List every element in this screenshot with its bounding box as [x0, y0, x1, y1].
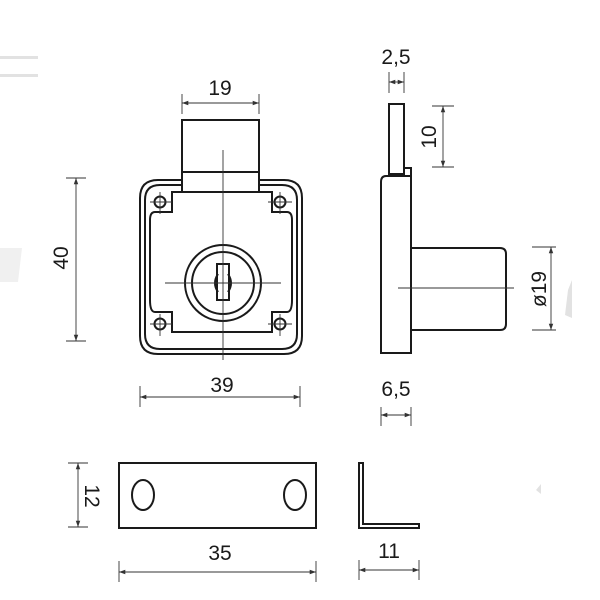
mounting-hole-left: [131, 479, 155, 511]
dim-label: 35: [208, 542, 231, 565]
screw-hole-bottom-right: [268, 314, 292, 336]
dim-label: 2,5: [381, 46, 410, 69]
strike-plate: [118, 462, 317, 529]
bolt-front: [181, 119, 260, 193]
dim-label: 10: [418, 125, 441, 148]
dimension-body-width: 39: [139, 374, 301, 407]
dim-label: 40: [50, 246, 73, 269]
screw-hole-top-right: [268, 192, 292, 214]
plate-side: [380, 175, 412, 354]
side-view: [380, 103, 514, 354]
dim-label: ø19: [528, 271, 551, 307]
watermark-marks: [0, 56, 572, 494]
dimension-strike-width: 35: [118, 542, 317, 582]
strike-profile: [358, 462, 420, 529]
dimension-strike-height: 12: [68, 462, 103, 528]
dim-label: 11: [378, 540, 400, 563]
dim-label: 39: [210, 374, 233, 397]
screw-hole-bottom-left: [150, 314, 172, 336]
dimension-cylinder-diameter: ø19: [528, 246, 556, 331]
cylinder-side: [411, 247, 507, 331]
lock-face-inner: [149, 191, 293, 333]
dimension-bolt-protrusion: 10: [418, 105, 454, 168]
dim-label: 6,5: [381, 378, 410, 401]
front-view: [139, 119, 303, 360]
dimension-body-height: 40: [50, 177, 86, 342]
bolt-side: [388, 103, 405, 175]
lock-body-outer: [139, 179, 303, 355]
dimension-plate-thickness: 6,5: [380, 378, 412, 426]
dimension-strike-leg: 11: [358, 540, 420, 580]
screw-hole-top-left: [150, 192, 172, 214]
dimension-bolt-thickness: 2,5: [381, 46, 411, 93]
dim-label: 12: [80, 484, 103, 507]
mounting-hole-right: [283, 479, 307, 511]
dim-label: 19: [208, 77, 231, 100]
dimension-bolt-width: 19: [181, 77, 260, 114]
